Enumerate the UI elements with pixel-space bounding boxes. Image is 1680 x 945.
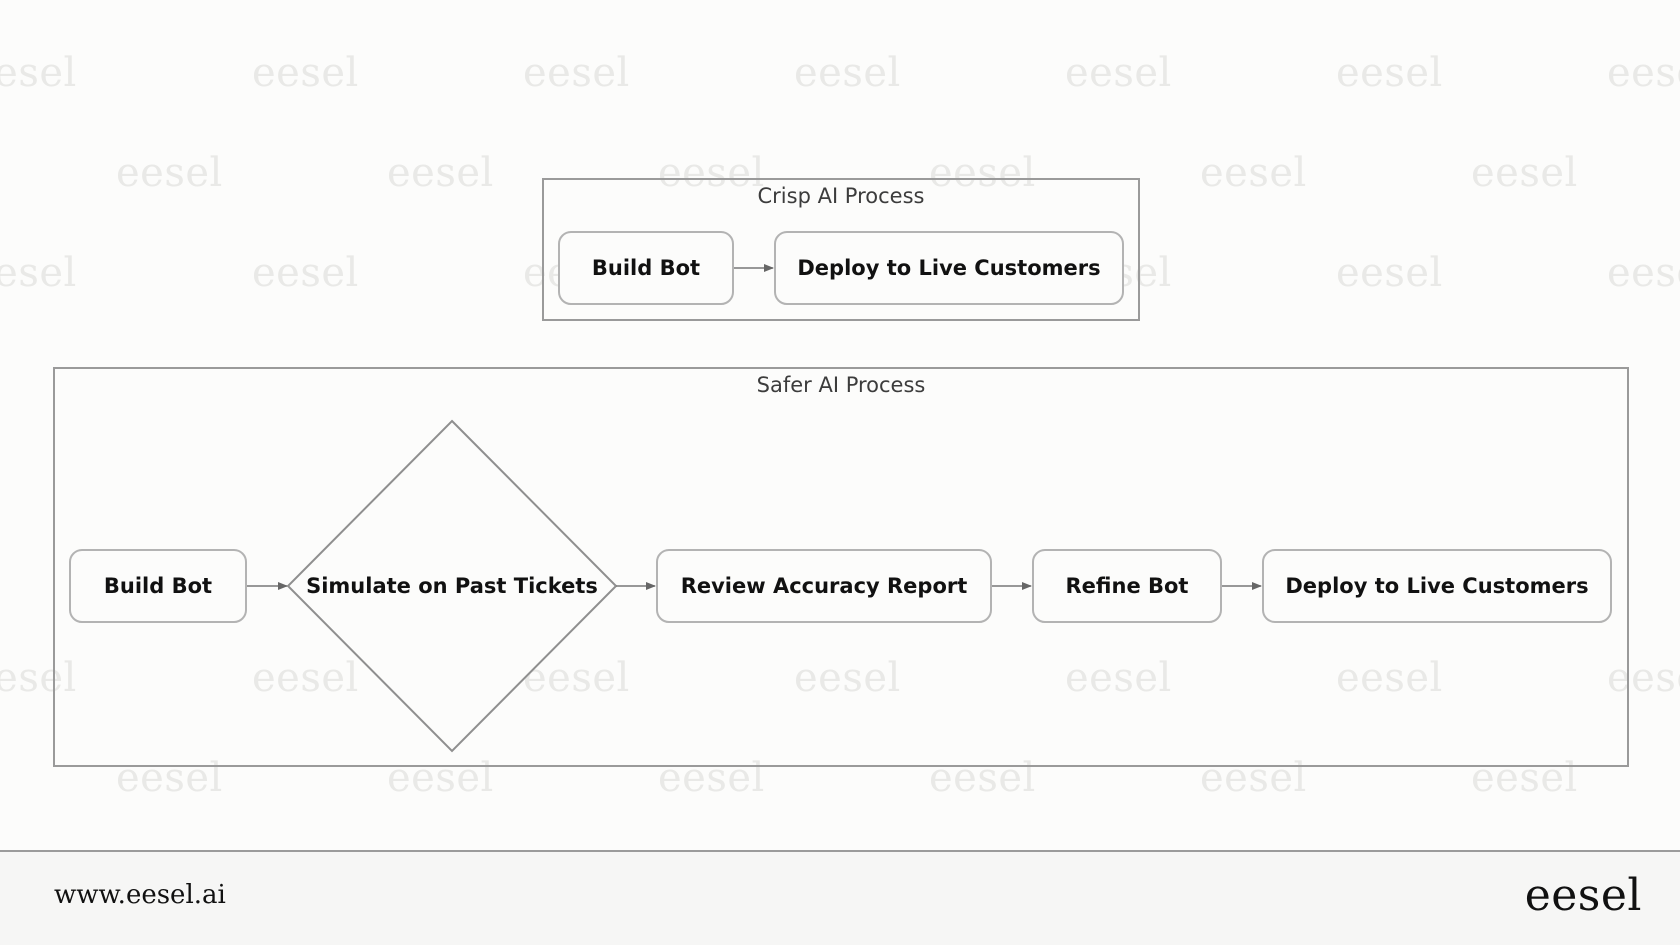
watermark-logo-22: eesel [387,150,494,196]
safer-node-refine-bot: Refine Bot [1032,549,1222,623]
watermark-logo-7: eesel [0,250,77,296]
safer-node-simulate-label-overlay: Simulate on Past Tickets [306,574,598,598]
watermark-logo-4: eesel [1065,50,1172,96]
safer-node-build-bot: Build Bot [69,549,247,623]
watermark-logo-21: eesel [116,150,223,196]
watermark-logo-13: eesel [1607,250,1680,296]
safer-process-group: Safer AI Process [53,367,1629,767]
watermark-logo-5: eesel [1336,50,1443,96]
crisp-node-deploy: Deploy to Live Customers [774,231,1124,305]
watermark-logo-25: eesel [1200,150,1307,196]
watermark-logo-6: eesel [1607,50,1680,96]
crisp-node-build-bot: Build Bot [558,231,734,305]
footer-url-link[interactable]: www.eesel.ai [54,880,226,910]
watermark-logo-8: eesel [252,250,359,296]
footer-bar: www.eesel.ai eesel [0,850,1680,945]
watermark-logo-2: eesel [523,50,630,96]
crisp-process-title: Crisp AI Process [757,184,925,208]
watermark-logo-12: eesel [1336,250,1443,296]
eesel-logo: eesel [1524,870,1642,921]
watermark-logo-3: eesel [794,50,901,96]
crisp-process-group: Crisp AI Process [542,178,1140,321]
watermark-logo-0: eesel [0,50,77,96]
safer-process-title: Safer AI Process [756,373,926,397]
safer-node-deploy: Deploy to Live Customers [1262,549,1612,623]
safer-node-review-report: Review Accuracy Report [656,549,992,623]
watermark-logo-1: eesel [252,50,359,96]
watermark-logo-26: eesel [1471,150,1578,196]
